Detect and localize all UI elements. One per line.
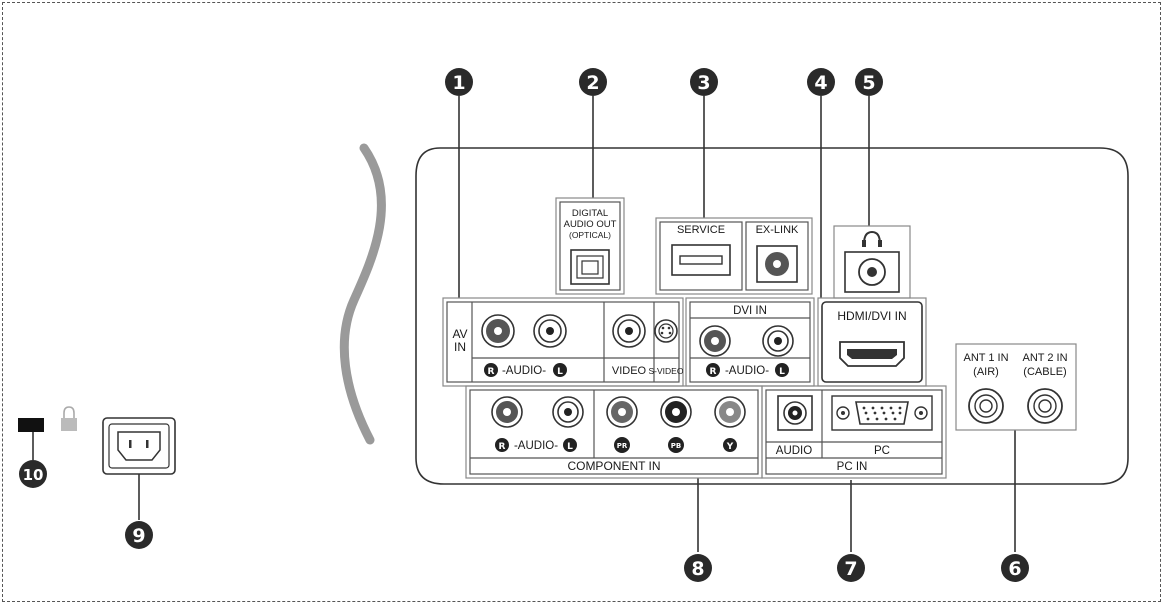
- svg-text:R: R: [710, 367, 717, 377]
- kensington-slot: [18, 418, 44, 432]
- av-audio-l-jack: [533, 314, 567, 348]
- svg-text:L: L: [567, 442, 573, 452]
- svg-text:L: L: [557, 367, 563, 377]
- component-in-group: R -AUDIO- L PR PB Y COMPONENT IN: [465, 385, 763, 479]
- component-pb-jack: [660, 396, 692, 428]
- antenna-group: ANT 1 IN (AIR) ANT 2 IN (CABLE): [955, 343, 1077, 431]
- pc-in-label: PC IN: [837, 461, 868, 473]
- svg-text:HDMI/DVI IN: HDMI/DVI IN: [837, 309, 906, 323]
- svg-text:DIGITAL: DIGITAL: [572, 208, 608, 219]
- svg-text:ANT 2 IN: ANT 2 IN: [1022, 352, 1067, 364]
- av-audio-label: R -AUDIO- L: [484, 363, 567, 377]
- component-in-label: COMPONENT IN: [567, 459, 660, 473]
- svg-text:SERVICE: SERVICE: [677, 224, 725, 236]
- svg-text:EX-LINK: EX-LINK: [756, 224, 799, 236]
- svg-text:(OPTICAL): (OPTICAL): [569, 230, 611, 240]
- svg-text:4: 4: [814, 72, 827, 94]
- svg-text:-AUDIO-: -AUDIO-: [725, 365, 769, 377]
- s-video-jack: [654, 319, 678, 343]
- headphone-jack-group: [833, 225, 911, 299]
- svg-text:Y: Y: [726, 442, 734, 452]
- svg-text:(AIR): (AIR): [973, 366, 999, 378]
- svg-text:-AUDIO-: -AUDIO-: [514, 440, 558, 452]
- pc-audio-label: AUDIO: [776, 445, 812, 457]
- digital-audio-out-optical: DIGITAL AUDIO OUT (OPTICAL): [555, 197, 625, 295]
- headphone-icon: [862, 230, 882, 247]
- pc-in-group: AUDIO PC PC IN: [761, 385, 947, 479]
- dvi-in-audio-group: DVI IN R -AUDIO- L: [685, 297, 815, 387]
- service-exlink-group: SERVICE EX-LINK: [655, 217, 813, 295]
- callout-4: 4: [807, 68, 835, 96]
- wavy-line: [339, 143, 386, 445]
- pc-audio-jack: [777, 395, 813, 431]
- svg-text:(CABLE): (CABLE): [1023, 366, 1066, 378]
- ant2-jack: [1027, 388, 1063, 424]
- component-audio-l-jack: [552, 396, 584, 428]
- power-input: [102, 417, 176, 475]
- component-y-jack: [714, 396, 746, 428]
- leader-lines: [32, 96, 1016, 552]
- svg-text:AUDIO OUT: AUDIO OUT: [564, 219, 617, 230]
- svg-text:2: 2: [586, 72, 599, 94]
- component-audio-r-jack: [491, 396, 523, 428]
- ex-link-jack: [756, 245, 798, 283]
- dvi-audio-r-jack: [699, 325, 731, 357]
- svg-text:5: 5: [862, 72, 875, 94]
- av-audio-r-jack: [481, 314, 515, 348]
- svg-text:9: 9: [132, 525, 145, 547]
- callout-10: 10: [19, 460, 47, 488]
- callout-1: 1: [445, 68, 473, 96]
- service-usb-port: [671, 244, 731, 276]
- svg-text:7: 7: [844, 558, 857, 580]
- callout-2: 2: [579, 68, 607, 96]
- pc-label: PC: [874, 445, 890, 457]
- av-in-group: AV IN: [442, 297, 684, 387]
- svg-text:8: 8: [691, 558, 704, 580]
- callout-9: 9: [125, 521, 153, 549]
- svg-text:-AUDIO-: -AUDIO-: [502, 365, 546, 377]
- svg-text:DVI IN: DVI IN: [733, 305, 767, 317]
- svg-text:R: R: [499, 442, 506, 452]
- component-pr-jack: [606, 396, 638, 428]
- svg-text:6: 6: [1008, 558, 1021, 580]
- callout-7: 7: [837, 554, 865, 582]
- hdmi-dvi-in-group: HDMI/DVI IN: [817, 297, 927, 387]
- svg-text:3: 3: [697, 72, 710, 94]
- av-video-jack: [612, 314, 646, 348]
- lock-icon: [61, 406, 77, 431]
- svg-text:ANT 1 IN: ANT 1 IN: [963, 352, 1008, 364]
- video-label: VIDEO: [612, 365, 647, 377]
- svg-text:PR: PR: [617, 442, 628, 450]
- hdmi-port: [839, 341, 905, 367]
- svg-text:R: R: [488, 367, 495, 377]
- dvi-audio-l-jack: [762, 325, 794, 357]
- svg-text:1: 1: [452, 72, 465, 94]
- callout-3: 3: [690, 68, 718, 96]
- svg-text:AV: AV: [452, 327, 467, 341]
- vga-port: [831, 395, 933, 431]
- s-video-label: S-VIDEO: [649, 366, 684, 376]
- svg-text:IN: IN: [454, 340, 466, 354]
- ant1-jack: [968, 388, 1004, 424]
- svg-text:L: L: [779, 367, 785, 377]
- rear-panel-outline: [415, 147, 1129, 485]
- callout-6: 6: [1001, 554, 1029, 582]
- svg-text:10: 10: [23, 466, 44, 484]
- svg-text:PB: PB: [671, 442, 681, 450]
- callout-8: 8: [684, 554, 712, 582]
- callout-5: 5: [855, 68, 883, 96]
